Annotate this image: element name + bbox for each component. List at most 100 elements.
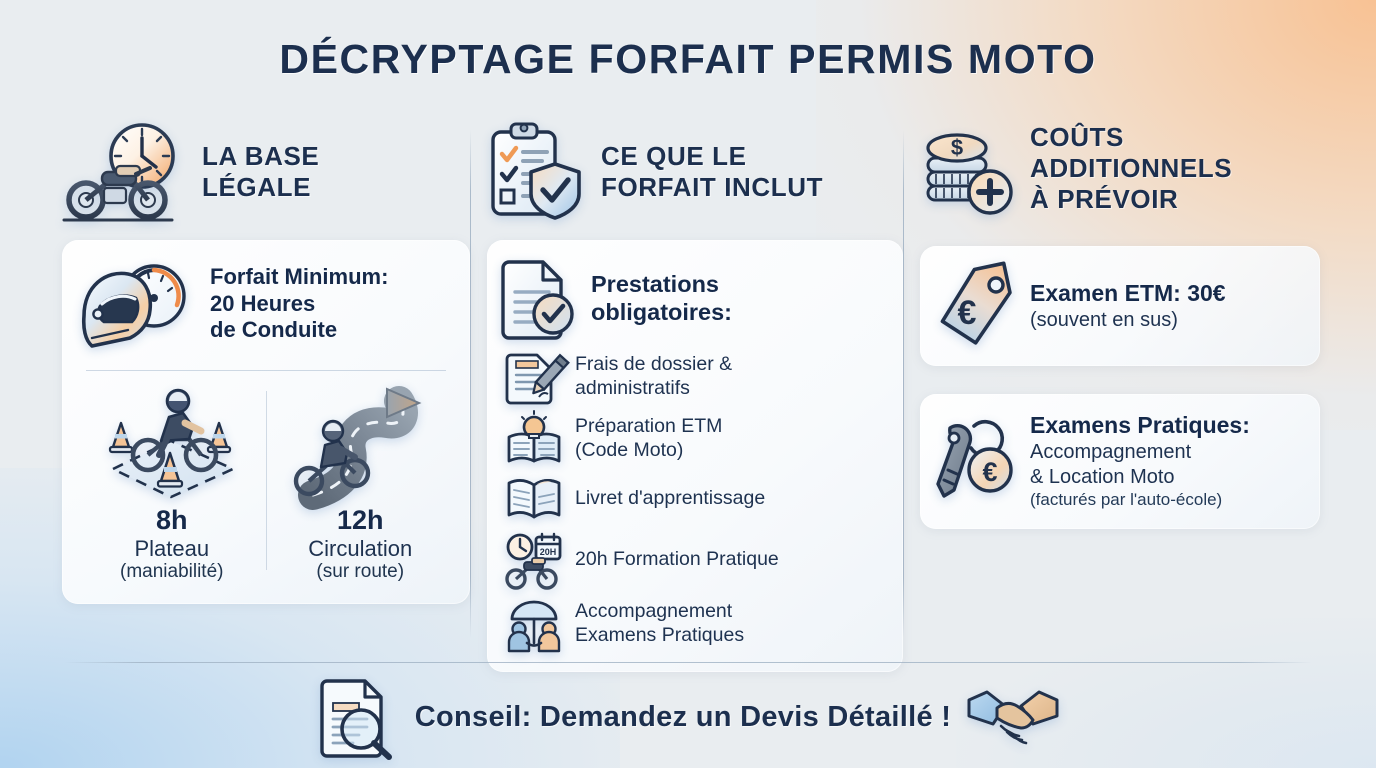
- document-check-icon: [501, 256, 579, 340]
- helmet-speedometer-icon: [78, 260, 198, 356]
- cone-front: [156, 451, 183, 488]
- card-forfait-minimum: Forfait Minimum: 20 Heures de Conduite: [62, 240, 470, 605]
- list-item: Livret d'apprentissage: [501, 470, 889, 528]
- list-item-line1: Accompagnement: [575, 600, 733, 623]
- svg-text:€: €: [958, 294, 977, 332]
- column-divider-2: [903, 130, 904, 638]
- stat-circulation-hours: 12h: [336, 505, 384, 535]
- forfait-minimum-row: Forfait Minimum: 20 Heures de Conduite: [78, 258, 454, 356]
- person-left: [507, 621, 531, 653]
- page-title: DÉCRYPTAGE FORFAIT PERMIS MOTO: [279, 36, 1097, 82]
- column-2-title: CE QUE LE FORFAIT INCLUT: [601, 141, 823, 203]
- rider-motorcycle: [130, 388, 219, 473]
- examen-etm-sub: (souvent en sus): [1030, 308, 1178, 331]
- examen-etm-heading: Examen ETM: 30€: [1030, 279, 1226, 306]
- card-inner-divider: [86, 370, 446, 371]
- list-item-line2: (Code Moto): [575, 439, 684, 461]
- handshake-icon: [967, 686, 1059, 748]
- footer-tip: Conseil: Demandez un Devis Détaillé !: [0, 672, 1376, 762]
- forfait-minimum-line1: Forfait Minimum:: [210, 264, 389, 289]
- card-examens-pratiques: € Examens Pratiques: Accompagnement & Lo…: [920, 394, 1320, 529]
- prestations-heading: Prestations obligatoires:: [591, 270, 732, 327]
- column-1-title-line1: LA BASE: [202, 140, 320, 171]
- umbrella-people-icon: [505, 595, 563, 653]
- rider-on-road: [294, 419, 371, 497]
- column-1-title: LA BASE LÉGALE: [202, 141, 319, 203]
- svg-text:$: $: [951, 135, 963, 160]
- column-base-legale: LA BASE LÉGALE: [62, 118, 470, 605]
- prestations-heading-line1: Prestations: [591, 270, 719, 297]
- list-item-line1: Préparation ETM: [575, 415, 723, 438]
- coin-stack: $: [926, 133, 988, 202]
- column-2-title-line2: FORFAIT INCLUT: [601, 172, 824, 202]
- examens-pratiques-row: € Examens Pratiques: Accompagnement & Lo…: [934, 412, 1306, 511]
- document-magnifier-icon: [317, 675, 399, 760]
- list-item-line1: Frais de dossier &: [575, 353, 733, 376]
- column-3-title-line1: COÛTS: [1030, 122, 1124, 152]
- column-3-title: COÛTS ADDITIONNELS À PRÉVOIR: [1030, 122, 1232, 216]
- motorcycle-clock-icon: [62, 120, 188, 224]
- list-item-text: Préparation ETM (Code Moto): [575, 415, 722, 463]
- list-item-text: 20h Formation Pratique: [575, 548, 779, 572]
- column-couts-additionnels: $ COÛTS ADDITIONNELS À PRÉVOIR: [920, 118, 1320, 529]
- stat-plateau-hours: 8h: [155, 505, 188, 535]
- examens-pratiques-sub1: Accompagnement: [1030, 440, 1192, 463]
- column-1-title-line2: LÉGALE: [202, 172, 312, 202]
- examens-pratiques-text: Examens Pratiques: Accompagnement & Loca…: [1030, 412, 1250, 511]
- column-2-title-line1: CE QUE LE: [601, 140, 747, 171]
- examens-pratiques-heading: Examens Pratiques:: [1030, 412, 1250, 438]
- list-item: Préparation ETM (Code Moto): [501, 408, 889, 470]
- clock-calendar-motorcycle-icon: 20H: [505, 531, 563, 590]
- footer-text: Conseil: Demandez un Devis Détaillé !: [414, 700, 952, 733]
- svg-text:€: €: [982, 457, 997, 487]
- stat-circulation: 12h Circulation (sur route): [267, 377, 455, 584]
- examens-pratiques-sub2: & Location Moto: [1030, 465, 1175, 488]
- column-2-header: CE QUE LE FORFAIT INCLUT: [487, 118, 903, 226]
- column-3-title-line3: À PRÉVOIR: [1030, 184, 1179, 215]
- forfait-minimum-line2: 20 Heures: [210, 290, 316, 316]
- cone-right: [206, 421, 231, 454]
- card-examen-etm: € Examen ETM: 30€ (souvent en sus): [920, 246, 1320, 366]
- motorcycle-road-icon: [271, 383, 451, 510]
- prestations-heading-line2: obligatoires:: [591, 299, 733, 325]
- stat-plateau: 8h Plateau (maniabilité): [78, 377, 266, 584]
- prestations-heading-row: Prestations obligatoires:: [501, 256, 889, 340]
- person-right: [537, 621, 561, 653]
- stat-circulation-label: Circulation: [308, 536, 413, 561]
- column-divider-1: [470, 130, 471, 638]
- list-item-line2: administratifs: [575, 377, 690, 399]
- list-item-line1: 20h Formation Pratique: [575, 548, 779, 571]
- list-item-text: Frais de dossier & administratifs: [575, 353, 732, 401]
- list-item: Frais de dossier & administratifs: [501, 346, 889, 408]
- key-euro-icon: €: [934, 418, 1018, 504]
- examen-etm-row: € Examen ETM: 30€ (souvent en sus): [934, 261, 1306, 346]
- list-item: Accompagnement Examens Pratiques: [501, 592, 889, 656]
- examens-pratiques-note: (facturés par l'auto-école): [1030, 490, 1223, 510]
- cone-left: [108, 421, 133, 454]
- card-prestations: Prestations obligatoires:: [487, 240, 903, 672]
- stat-circulation-paren: (sur route): [316, 561, 405, 583]
- hours-breakdown: 8h Plateau (maniabilité): [78, 377, 454, 584]
- column-forfait-inclut: CE QUE LE FORFAIT INCLUT: [487, 118, 903, 672]
- column-1-header: LA BASE LÉGALE: [62, 118, 470, 226]
- forfait-minimum-heading: Forfait Minimum: 20 Heures de Conduite: [210, 258, 388, 344]
- list-item-text: Livret d'apprentissage: [575, 487, 765, 511]
- document-pencil-icon: [505, 349, 570, 405]
- coin-stack-plus-icon: $: [920, 124, 1016, 220]
- prestations-list: Frais de dossier & administratifs: [501, 346, 889, 656]
- motorcycle-cones-icon: [82, 383, 262, 501]
- column-3-header: $ COÛTS ADDITIONNELS À PRÉVOIR: [920, 118, 1320, 226]
- svg-text:20H: 20H: [540, 547, 557, 557]
- euro-price-tag-icon: €: [934, 261, 1018, 346]
- column-3-title-line2: ADDITIONNELS: [1030, 153, 1233, 184]
- footer-divider: [64, 662, 1312, 663]
- forfait-minimum-line3: de Conduite: [210, 317, 338, 343]
- open-book-icon: [505, 473, 563, 525]
- list-item-text: Accompagnement Examens Pratiques: [575, 600, 744, 648]
- stat-separator: [265, 391, 267, 571]
- stat-plateau-paren: (maniabilité): [120, 561, 224, 583]
- list-item: 20H 20h Formation Pratique: [501, 528, 889, 592]
- clipboard-shield-icon: [487, 120, 587, 224]
- book-lightbulb-icon: [505, 410, 563, 467]
